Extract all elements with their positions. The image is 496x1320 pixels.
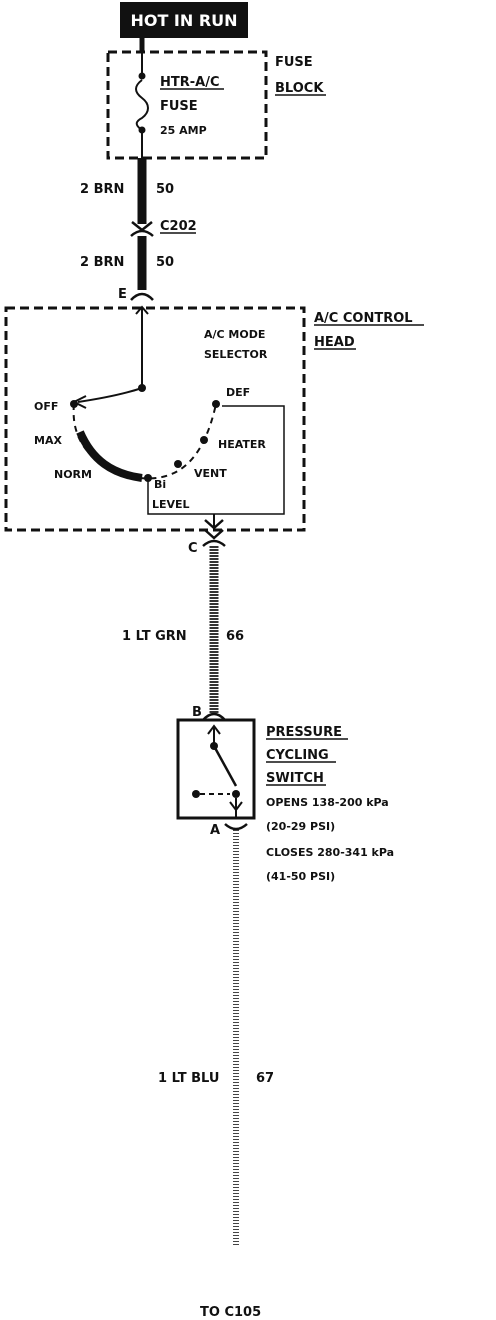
pin-c-label: C [188,541,198,556]
contact-vent [174,460,182,468]
connector-e: E [118,287,154,315]
control-head-title-1: A/C CONTROL [314,311,413,326]
fuse-block-title-1: FUSE [275,55,313,70]
switch-closes-psi: (41-50 PSI) [266,870,335,883]
output-bus [147,405,285,515]
wire3-gauge: 1 LT GRN [122,629,187,644]
position-max: MAX [34,434,62,447]
connector-c: C [188,519,226,556]
selector-title-2: SELECTOR [204,348,268,361]
switch-title-1: PRESSURE [266,725,342,740]
pressure-cycling-switch: PRESSURE CYCLING SWITCH OPENS 138-200 kP… [176,718,394,883]
connector-b: B [192,705,226,721]
banner-background [120,2,248,38]
position-heater: HEATER [218,438,266,451]
fuse-block: FUSE BLOCK HTR-A/C FUSE 25 AMP [106,50,326,160]
contact-strip [76,430,143,482]
pin-e-label: E [118,287,127,302]
fuse-block-title-2: BLOCK [275,81,324,96]
wire2-gauge: 2 BRN [80,255,124,270]
position-vent: VENT [194,467,227,480]
pin-b-label: B [192,705,202,720]
ac-control-head: A/C CONTROL HEAD A/C MODE SELECTOR OFF M… [4,306,424,532]
position-bi: Bi [154,478,166,491]
hot-in-run-banner: HOT IN RUN [120,2,248,38]
wire4-circuit: 67 [256,1071,274,1086]
switch-opens: OPENS 138-200 kPa [266,796,389,809]
control-head-title-2: HEAD [314,335,355,350]
contact-off [70,400,78,408]
position-def: DEF [226,386,250,399]
switch-blade [212,745,238,787]
switch-outline [176,718,256,820]
position-norm: NORM [54,468,92,481]
switch-title-3: SWITCH [266,771,324,786]
selector-arm [77,387,143,403]
fuse-rating: 25 AMP [160,124,207,137]
wire4-gauge: 1 LT BLU [158,1071,219,1086]
switch-title-2: CYCLING [266,748,329,763]
control-head-outline [4,306,306,532]
position-level: LEVEL [152,498,190,511]
wire2-circuit: 50 [156,255,174,270]
contact-heater [200,436,208,444]
wire1-circuit: 50 [156,182,174,197]
connector-a: A [210,823,248,838]
pin-a-label: A [210,823,220,838]
contact-def [212,400,220,408]
switch-pressure-node [192,790,200,798]
fuse-name-1: HTR-A/C [160,75,220,90]
banner-label: HOT IN RUN [130,11,237,30]
wire3-circuit: 66 [226,629,244,644]
wire1-gauge: 2 BRN [80,182,124,197]
c202-connector: C202 [130,219,197,237]
c202-label: C202 [160,219,197,234]
fuse-block-outline [106,50,268,160]
switch-opens-psi: (20-29 PSI) [266,820,335,833]
switch-contact-bottom [232,790,240,798]
fuse-name-2: FUSE [160,99,198,114]
fuse-icon [135,52,149,158]
position-off: OFF [34,400,58,413]
selector-title-1: A/C MODE [204,328,265,341]
destination-label: TO C105 [200,1305,261,1320]
switch-closes: CLOSES 280-341 kPa [266,846,394,859]
